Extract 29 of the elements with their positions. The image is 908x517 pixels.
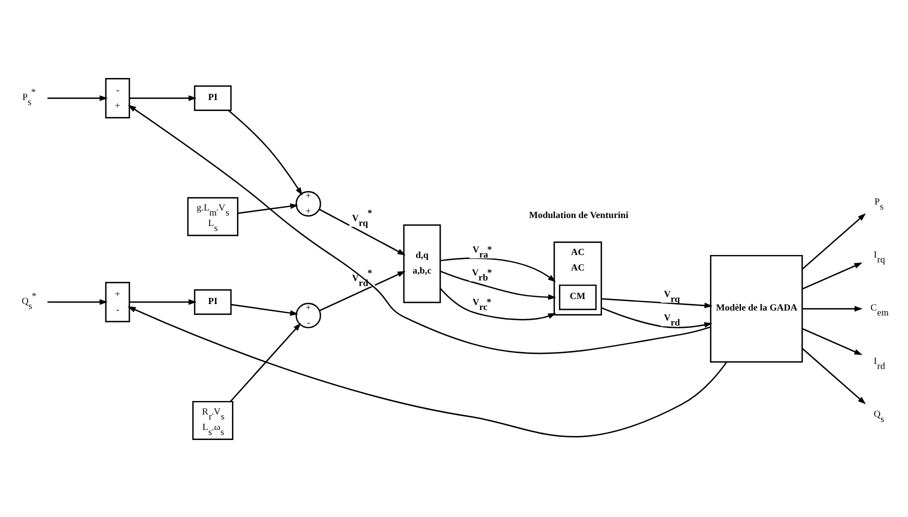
arrow	[47, 298, 108, 304]
arrow	[802, 327, 862, 355]
node-box: d,q a,b,c	[403, 224, 441, 303]
arrow	[128, 104, 711, 354]
node-box: Modèle de la GADA	[710, 254, 803, 362]
node-circle: + +	[296, 190, 322, 216]
arrow	[802, 347, 866, 404]
arrow	[230, 322, 302, 402]
node-label: Modulation de Venturini	[529, 210, 628, 220]
arrow	[47, 94, 108, 101]
node-box: - +	[105, 78, 130, 118]
arrow	[601, 298, 713, 308]
arrow	[129, 94, 197, 101]
arrow	[228, 109, 303, 195]
arrow	[129, 298, 197, 304]
node-box: PI	[194, 84, 232, 110]
node-box: CM	[558, 284, 597, 310]
node-box: + -	[105, 281, 130, 322]
arrow	[440, 270, 556, 300]
node-box: PI	[194, 288, 232, 314]
arrow	[230, 303, 298, 316]
arrow	[440, 287, 556, 320]
arrow	[318, 208, 406, 255]
arrow	[802, 212, 866, 270]
arrow	[802, 262, 862, 290]
arrow	[128, 306, 728, 437]
node-circle: + -	[296, 302, 322, 328]
arrow	[238, 202, 298, 214]
arrow	[802, 305, 863, 312]
